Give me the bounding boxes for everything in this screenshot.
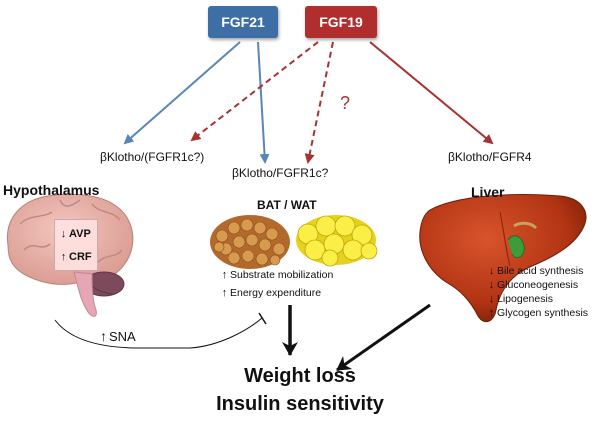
sna-inhibition-tick [258, 312, 267, 325]
outcome-weight-loss: Weight loss [244, 365, 356, 387]
receptor-label-middle: βKlotho/FGFR1c? [232, 166, 329, 180]
liver-effect: ↑ Glycogen synthesis [487, 306, 588, 320]
adipose-effects-list: ↑ Substrate mobilization ↑ Energy expend… [220, 268, 334, 300]
arrow-up-icon: ↑ [100, 328, 107, 344]
outcome-insulin-sensitivity: Insulin sensitivity [216, 393, 384, 415]
receptor-label-left: βKlotho/(FGFR1c?) [100, 150, 205, 164]
receptor-label-right: βKlotho/FGFR4 [448, 150, 532, 164]
arrow-fgf21-to-hypothalamus [123, 41, 241, 145]
fgf21-box: FGF21 [208, 6, 278, 38]
liver-effects-list: ↓ Bile acid synthesis ↓ Gluconeogenesis … [487, 264, 588, 320]
arrow-up-icon: ↑ [221, 287, 228, 299]
liver-effect-label: Bile acid synthesis [497, 265, 584, 277]
arrow-down-icon: ↓ [488, 265, 495, 277]
arrow-fgf19-to-hypothalamus-dashed [190, 41, 319, 142]
unknown-pathway-mark: ? [340, 93, 350, 113]
liver-illustration [419, 194, 587, 323]
arrow-down-icon: ↓ [488, 279, 495, 291]
liver-effect-label: Glycogen synthesis [497, 307, 589, 319]
fgf19-label: FGF19 [319, 14, 363, 30]
arrow-liver-to-outcome [336, 303, 431, 372]
arrow-down-icon: ↓ [488, 293, 495, 305]
adipose-effect: ↑ Substrate mobilization [220, 268, 334, 282]
arrow-fgf19-to-liver [369, 41, 494, 145]
fgf19-box: FGF19 [305, 6, 377, 38]
hypothalamus-marker-box: ↓ AVP ↑ CRF [54, 219, 98, 271]
liver-effect: ↓ Gluconeogenesis [487, 278, 588, 292]
white-fat-illustration [296, 215, 378, 267]
arrow-fgf21-to-adipose [257, 41, 270, 164]
hypothalamus-title: Hypothalamus [3, 182, 100, 198]
adipose-title: BAT / WAT [257, 198, 317, 212]
marker-avp: ↓ AVP [59, 222, 93, 245]
liver-effect-label: Lipogenesis [497, 293, 554, 305]
arrow-up-icon: ↑ [488, 307, 495, 319]
liver-effect: ↓ Lipogenesis [487, 292, 588, 306]
adipose-effect-label: Energy expenditure [230, 287, 322, 299]
marker-avp-label: AVP [69, 227, 91, 240]
sna-connection-line [54, 317, 263, 349]
sna-label: ↑SNA [99, 328, 136, 344]
fgf21-label: FGF21 [221, 14, 265, 30]
arrow-up-icon: ↑ [60, 250, 67, 263]
liver-title: Liver [471, 184, 505, 200]
arrow-up-icon: ↑ [221, 269, 228, 281]
marker-crf: ↑ CRF [59, 245, 93, 268]
arrow-fgf19-to-adipose-dashed [304, 41, 334, 164]
liver-effect-label: Gluconeogenesis [497, 279, 579, 291]
adipose-effect: ↑ Energy expenditure [220, 286, 333, 300]
brown-fat-illustration [210, 215, 290, 269]
marker-crf-label: CRF [69, 250, 92, 263]
adipose-effect-label: Substrate mobilization [230, 269, 334, 281]
liver-effect: ↓ Bile acid synthesis [487, 264, 588, 278]
arrow-down-icon: ↓ [60, 227, 67, 240]
sna-text: SNA [109, 329, 136, 344]
